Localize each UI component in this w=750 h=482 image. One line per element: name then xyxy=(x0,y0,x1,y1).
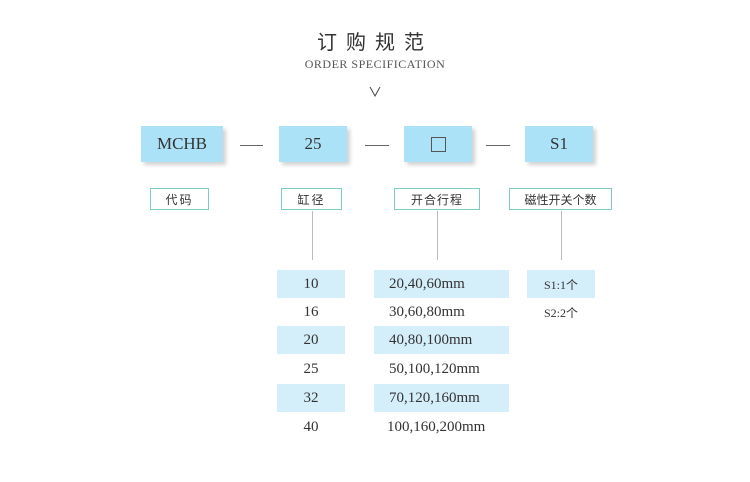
stroke-option: 40,80,100mm xyxy=(374,326,509,354)
bore-option: 40 xyxy=(303,418,319,435)
bore-option: 16 xyxy=(303,303,319,320)
bore-option: 10 xyxy=(277,270,345,298)
bore-option: 32 xyxy=(277,384,345,412)
separator-dash xyxy=(240,145,263,146)
stroke-option: 30,60,80mm xyxy=(389,303,465,320)
bore-code-box: 25 xyxy=(279,126,347,162)
page-subtitle: ORDER SPECIFICATION xyxy=(304,57,446,71)
switch-option: S2:2个 xyxy=(543,305,578,320)
label-switch: 磁性开关个数 xyxy=(509,188,612,210)
connector-line xyxy=(312,211,313,260)
stroke-code-box xyxy=(404,126,472,162)
connector-line xyxy=(561,211,562,260)
label-stroke: 开合行程 xyxy=(394,188,480,210)
connector-line xyxy=(437,211,438,260)
stroke-option: 100,160,200mm xyxy=(387,418,486,435)
separator-dash xyxy=(486,145,510,146)
stroke-option: 50,100,120mm xyxy=(389,360,480,377)
switch-option: S1:1个 xyxy=(527,270,595,298)
stroke-option: 20,40,60mm xyxy=(374,270,509,298)
page-title: 订购规范 xyxy=(317,30,433,54)
bore-option: 25 xyxy=(303,360,319,377)
label-model: 代码 xyxy=(150,188,209,210)
chevron-down-icon xyxy=(369,86,381,98)
separator-dash xyxy=(365,145,389,146)
stroke-option: 70,120,160mm xyxy=(374,384,509,412)
model-code-box: MCHB xyxy=(141,126,223,162)
label-bore: 缸径 xyxy=(281,188,342,210)
bore-option: 20 xyxy=(277,326,345,354)
placeholder-square-icon xyxy=(430,136,446,152)
switch-code-box: S1 xyxy=(525,126,593,162)
